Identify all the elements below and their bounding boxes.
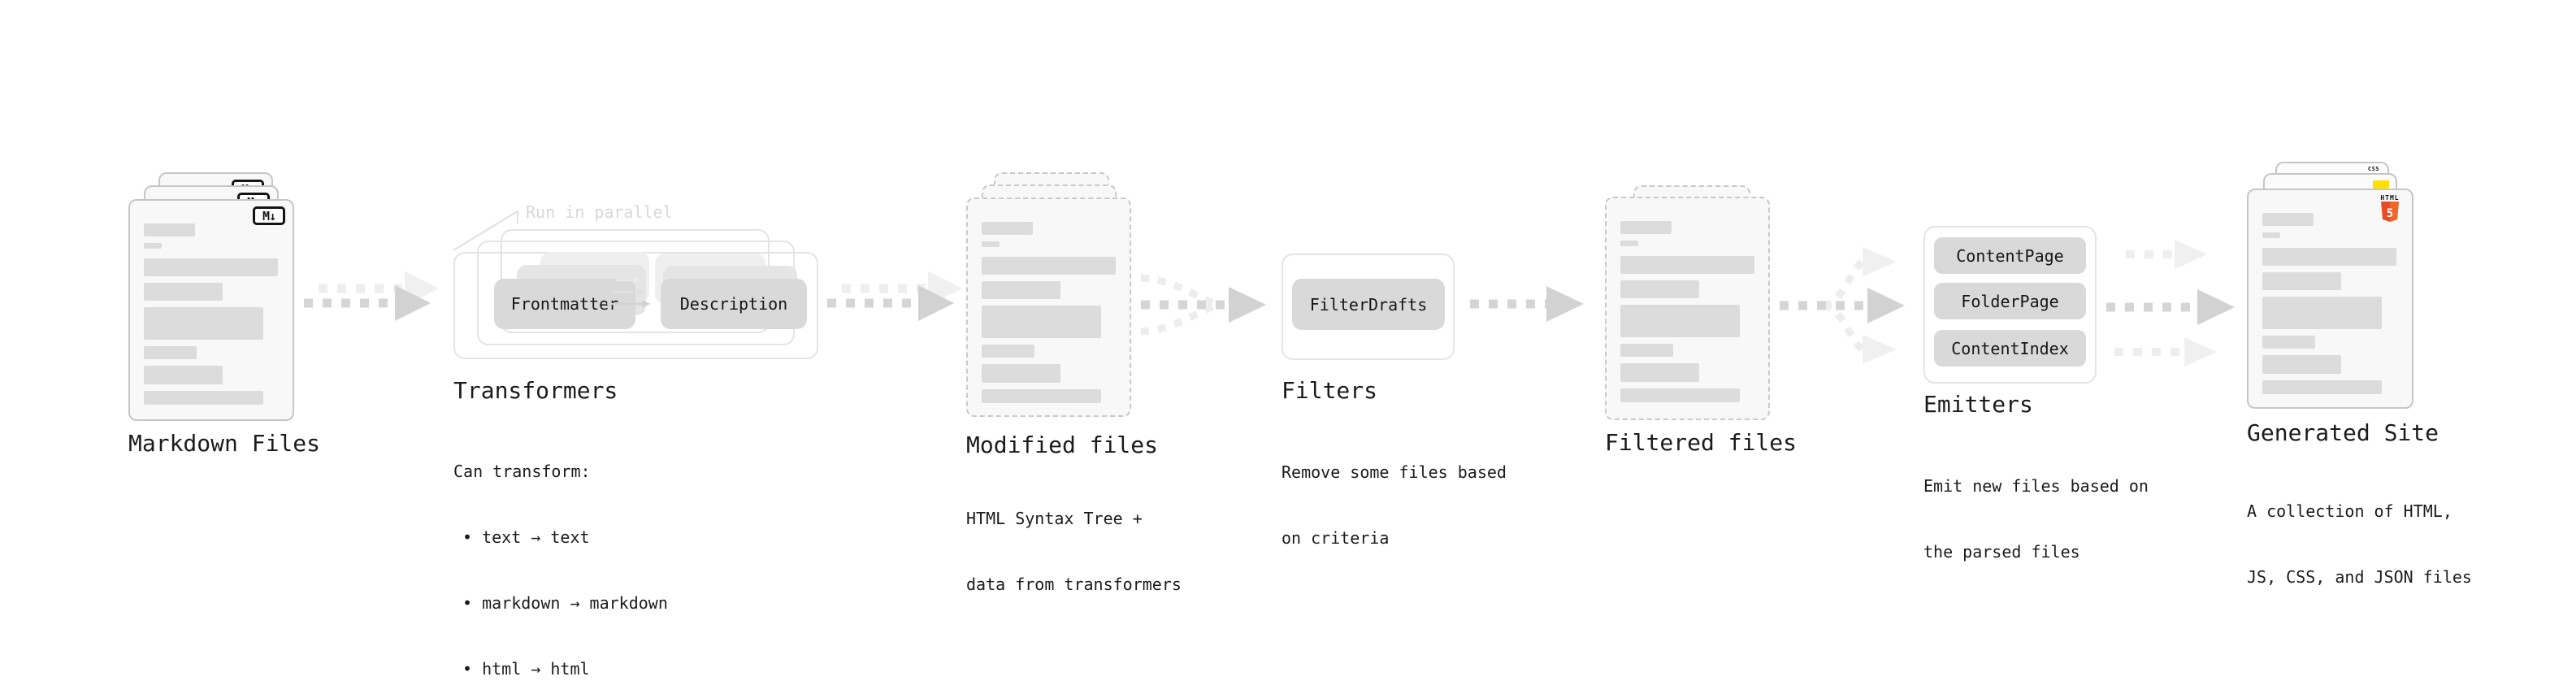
doc-text-line <box>982 306 1101 338</box>
doc-text-line <box>2262 380 2382 394</box>
emitters-label: Emitters <box>1923 391 2033 418</box>
doc-text-line <box>1620 305 1740 337</box>
modified-file-card-front <box>966 197 1131 417</box>
filters-label: Filters <box>1281 377 1378 404</box>
doc-text-line <box>144 391 263 405</box>
emitter-node-folderpage: FolderPage <box>1934 283 2086 319</box>
html5-icon-label: HTML <box>2380 194 2400 202</box>
flow-arrows-emitters-to-generated <box>2106 240 2235 367</box>
generated-site-description: A collection of HTML, JS, CSS, and JSON … <box>2247 457 2472 632</box>
doc-text-line <box>1620 241 1638 246</box>
description-line: the parsed files <box>1923 542 2080 562</box>
css-icon-label: CSS <box>2367 166 2380 172</box>
emitters-box <box>1923 226 2097 384</box>
transformer-node-description: Description <box>661 279 807 329</box>
js-icon <box>2373 180 2389 189</box>
modified-files-label: Modified files <box>966 432 1159 458</box>
description-line: A collection of HTML, <box>2247 501 2452 521</box>
markdown-icon: M↓ <box>253 206 285 225</box>
description-line: • text → text <box>462 527 590 547</box>
modified-files-description: HTML Syntax Tree + data from transformer… <box>966 464 1182 640</box>
doc-text-line <box>1620 344 1673 357</box>
description-line: Remove some files based <box>1281 462 1507 482</box>
doc-text-line <box>1620 388 1740 402</box>
emitter-node-contentpage: ContentPage <box>1934 237 2086 274</box>
filter-node-filterdrafts: FilterDrafts <box>1292 279 1445 330</box>
description-line: on criteria <box>1281 528 1390 548</box>
generated-site-label: Generated Site <box>2247 419 2439 446</box>
doc-text-line <box>982 281 1060 299</box>
doc-text-line <box>144 307 263 340</box>
html5-shield: 5 <box>2381 202 2399 222</box>
run-in-parallel-annotation: Run in parallel <box>526 202 673 222</box>
filtered-file-card-front <box>1605 197 1770 420</box>
description-line: data from transformers <box>966 575 1182 594</box>
flow-arrow-transformers-to-modified <box>827 271 962 321</box>
description-line: Can transform: <box>453 462 591 481</box>
doc-text-line <box>2262 355 2341 374</box>
markdown-files-label: Markdown Files <box>128 430 321 457</box>
generated-file-card-front: HTML 5 <box>2247 189 2413 409</box>
doc-text-line <box>1620 280 1699 298</box>
doc-text-line <box>144 283 223 301</box>
description-line: HTML Syntax Tree + <box>966 509 1143 528</box>
doc-text-line <box>982 241 1000 247</box>
doc-text-line <box>982 345 1034 358</box>
doc-text-line <box>144 346 197 359</box>
doc-text-line <box>982 222 1033 235</box>
doc-text-line <box>982 257 1116 275</box>
doc-text-line <box>2262 297 2382 329</box>
doc-text-line <box>2262 336 2315 349</box>
doc-text-line <box>144 258 278 276</box>
doc-text-line <box>144 243 162 249</box>
doc-text-line <box>982 364 1060 383</box>
filters-box <box>1281 254 1455 360</box>
description-line: • html → html <box>462 659 590 679</box>
doc-content-placeholder <box>2262 213 2396 394</box>
html5-icon: HTML 5 <box>2380 194 2400 226</box>
flow-arrow-filters-to-filtered <box>1470 286 1584 322</box>
markdown-file-card-front: M↓ <box>128 199 294 421</box>
doc-content-placeholder <box>1620 221 1754 402</box>
run-in-parallel-leader-line <box>453 210 518 251</box>
parallel-mini-arrows <box>607 276 651 308</box>
description-line: JS, CSS, and JSON files <box>2247 567 2472 587</box>
flow-arrow-filtered-to-emitters <box>1780 247 1905 364</box>
flow-arrow-markdown-to-transformers <box>304 271 439 321</box>
doc-text-line <box>2262 213 2314 226</box>
doc-text-line <box>982 389 1101 403</box>
doc-text-line <box>2262 232 2280 238</box>
filters-description: Remove some files based on criteria <box>1281 418 1507 593</box>
transformers-label: Transformers <box>453 377 618 404</box>
doc-text-line <box>1620 221 1672 234</box>
description-line: • markdown → markdown <box>462 593 668 613</box>
doc-text-line <box>1620 363 1699 382</box>
doc-text-line <box>144 366 223 384</box>
filtered-files-label: Filtered files <box>1605 429 1798 456</box>
emitters-description: Emit new files based on the parsed files <box>1923 432 2149 607</box>
description-line: Emit new files based on <box>1923 476 2149 496</box>
flow-arrow-modified-to-filters <box>1140 274 1266 336</box>
doc-content-placeholder <box>144 223 278 405</box>
html5-number: 5 <box>2387 207 2393 220</box>
doc-text-line <box>2262 248 2396 266</box>
doc-content-placeholder <box>982 222 1116 403</box>
emitter-node-contentindex: ContentIndex <box>1934 330 2086 367</box>
doc-text-line <box>1620 256 1754 274</box>
doc-text-line <box>2262 272 2341 290</box>
doc-text-line <box>144 223 195 236</box>
transformers-description: Can transform: • text → text • markdown … <box>453 417 668 681</box>
